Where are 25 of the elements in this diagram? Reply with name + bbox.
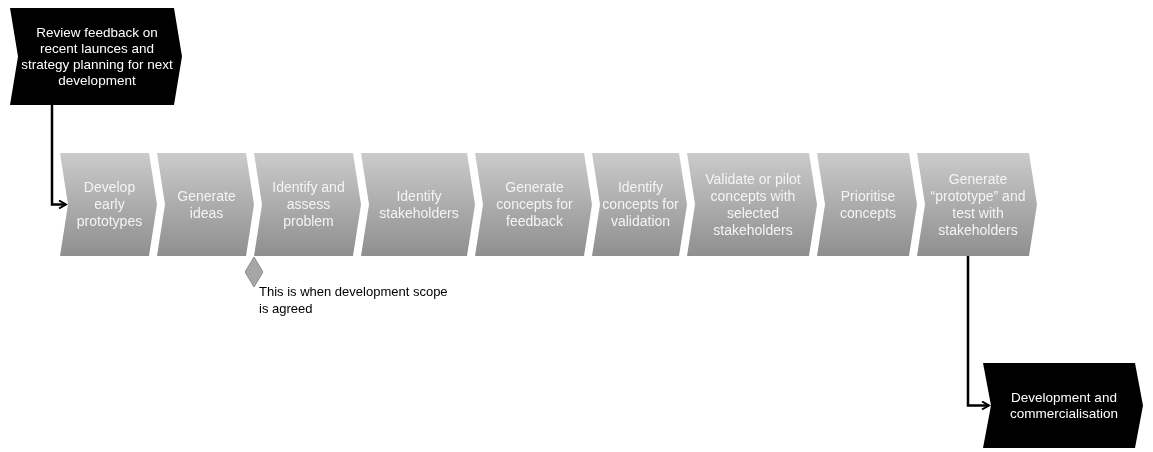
step-label: Identify and assess problem: [271, 179, 346, 230]
step-label: Identify stakeholders: [378, 187, 460, 222]
arrow: [966, 256, 990, 411]
step-label: Review feedback on recent launces and strategy planning for next development: [20, 24, 174, 89]
process-step: [687, 153, 817, 256]
process-step: [917, 153, 1037, 256]
step-label: Development and commercialisation: [1008, 389, 1119, 422]
step-label: Identify concepts for validation: [601, 179, 680, 230]
milestone-diamond: [245, 257, 263, 287]
process-step: [475, 153, 592, 256]
step-label: Generate “prototype” and test with stakeholders: [929, 170, 1027, 239]
milestone-note: This is when development scope is agreed: [259, 283, 449, 317]
milestone-step: [983, 363, 1143, 448]
process-step: [60, 153, 157, 256]
process-step: [157, 153, 254, 256]
step-label: Develop early prototypes: [75, 179, 144, 230]
step-label: Generate ideas: [176, 187, 237, 222]
step-label: Validate or pilot concepts with selected stakeholders: [704, 170, 802, 239]
process-step: [817, 153, 917, 256]
process-step: [592, 153, 687, 256]
step-label: Prioritise concepts: [838, 187, 897, 222]
arrow: [50, 105, 67, 210]
step-label: Generate concepts for feedback: [495, 179, 574, 230]
process-step: [254, 153, 361, 256]
process-step: [361, 153, 475, 256]
